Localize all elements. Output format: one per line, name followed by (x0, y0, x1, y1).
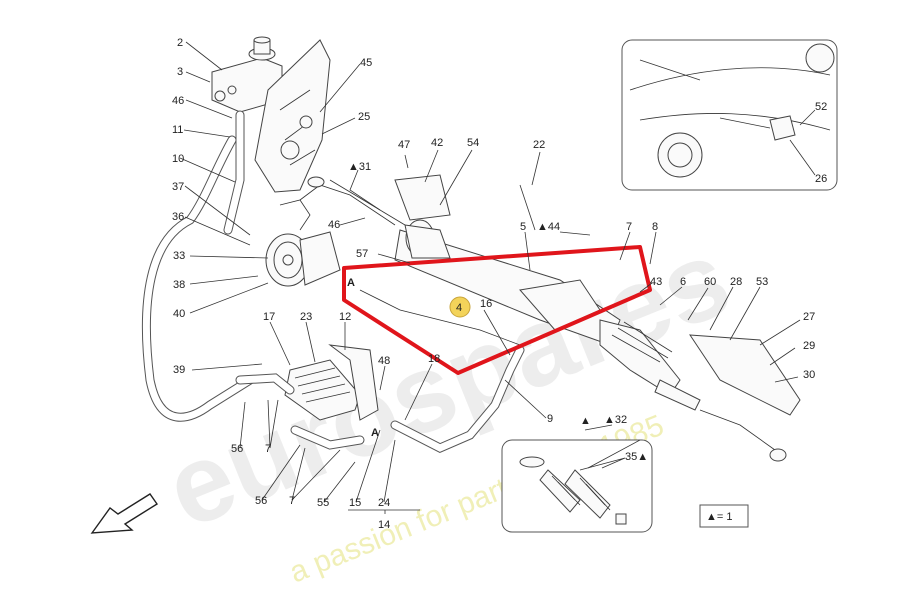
label-56a: 56 (231, 443, 243, 455)
label-11: 11 (172, 124, 183, 136)
label-7c: 7 (626, 221, 632, 233)
fluid-reservoir (211, 36, 283, 113)
legend-key: ▲= 1 (706, 511, 733, 523)
label-39: 39 (173, 364, 185, 376)
label-23: 23 (300, 311, 312, 323)
label-47: 47 (398, 139, 410, 151)
label-30: 30 (803, 369, 815, 381)
label-60: 60 (704, 276, 716, 288)
label-A2: A (371, 427, 379, 439)
label-16: 16 (480, 298, 492, 310)
label-triangle: ▲ (580, 415, 591, 427)
label-8: 8 (652, 221, 658, 233)
label-32: ▲32 (604, 414, 627, 426)
label-48: 48 (378, 355, 390, 367)
label-52: 52 (815, 101, 827, 113)
label-54: 54 (467, 137, 479, 149)
label-43: 43 (650, 276, 662, 288)
label-37: 37 (172, 181, 184, 193)
label-5: 5 (520, 221, 526, 233)
label-46b: 46 (328, 219, 340, 231)
label-7b: 7 (289, 495, 295, 507)
label-A1: A (347, 277, 355, 289)
label-17: 17 (263, 311, 275, 323)
label-3: 3 (177, 66, 183, 78)
label-29: 29 (803, 340, 815, 352)
label-2: 2 (177, 37, 183, 49)
label-18: 18 (428, 353, 440, 365)
label-40: 40 (173, 308, 185, 320)
label-53: 53 (756, 276, 768, 288)
label-26: 26 (815, 173, 827, 185)
callout-label: 4 (456, 302, 462, 314)
label-12: 12 (339, 311, 351, 323)
label-35: 35▲ (625, 451, 648, 463)
label-36: 36 (172, 211, 184, 223)
label-25: 25 (358, 111, 370, 123)
label-15: 15 (349, 497, 361, 509)
direction-arrow-icon (90, 493, 158, 534)
callout-marker (449, 296, 471, 318)
label-22: 22 (533, 139, 545, 151)
label-31: ▲31 (348, 161, 371, 173)
label-55: 55 (317, 497, 329, 509)
label-10: 10 (172, 153, 184, 165)
part-labels: 2 3 46 11 10 37 36 33 38 40 39 56 7 56 7… (172, 37, 827, 531)
label-27: 27 (803, 311, 815, 323)
power-steering-pump (265, 231, 341, 287)
label-6: 6 (680, 276, 686, 288)
legend-box (699, 504, 749, 528)
oil-cooler (284, 344, 379, 421)
mounting-bracket (254, 39, 331, 193)
label-14: 14 (378, 519, 390, 531)
label-38: 38 (173, 279, 185, 291)
label-28: 28 (730, 276, 742, 288)
label-9: 9 (547, 413, 553, 425)
label-44: ▲44 (537, 221, 560, 233)
label-42: 42 (431, 137, 443, 149)
label-24: 24 (378, 497, 390, 509)
vehicle-inset (621, 39, 838, 191)
highlight-outline (342, 245, 652, 375)
label-7a: 7 (265, 443, 271, 455)
label-56b: 56 (255, 495, 267, 507)
label-33: 33 (173, 250, 185, 262)
label-46a: 46 (172, 95, 184, 107)
leader-lines (179, 41, 816, 514)
label-57: 57 (356, 248, 368, 260)
label-45: 45 (360, 57, 372, 69)
